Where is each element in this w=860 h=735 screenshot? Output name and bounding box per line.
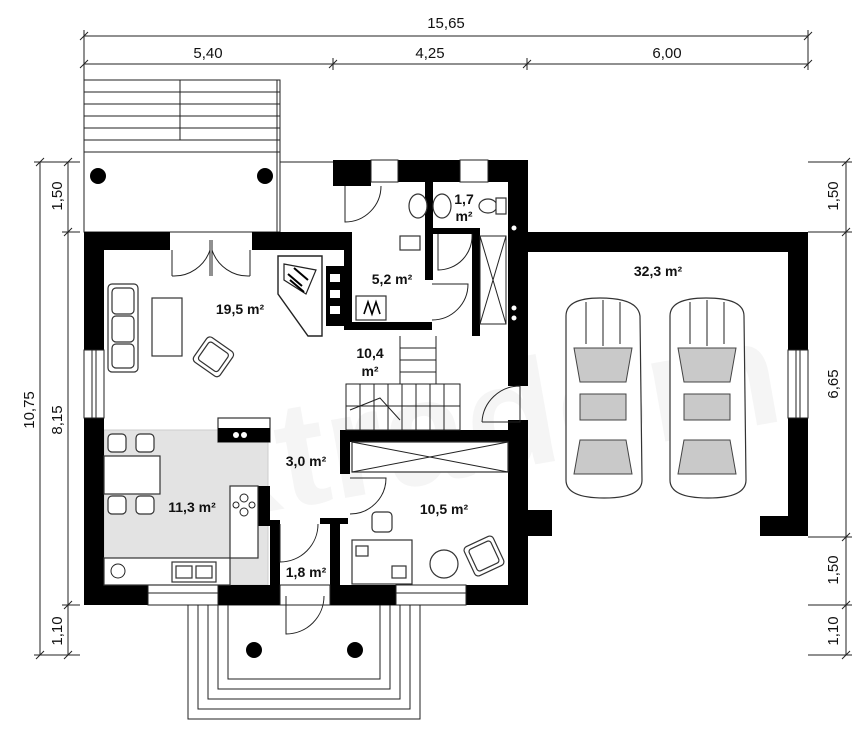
porch-column-right bbox=[347, 642, 363, 658]
dim-right-1: 1,50 bbox=[825, 181, 842, 210]
room-wc-area: 1,7 bbox=[454, 191, 474, 207]
porch-column-left bbox=[246, 642, 262, 658]
fireplace bbox=[277, 255, 344, 337]
dim-total-width: 15,65 bbox=[427, 15, 465, 32]
kitchen-furniture bbox=[103, 417, 271, 586]
dim-top-segment-3: 6,00 bbox=[652, 45, 681, 62]
room-kitchen-area: 11,3 m² bbox=[168, 499, 216, 515]
walls bbox=[83, 159, 809, 606]
dim-top-segment-2: 4,25 bbox=[415, 45, 444, 62]
dim-right-4: 1,10 bbox=[825, 616, 842, 645]
room-office-area: 10,5 m² bbox=[420, 501, 469, 517]
room-hall-area: 10,4 bbox=[356, 345, 383, 361]
terrace-column-left bbox=[90, 168, 106, 184]
room-wc-unit: m² bbox=[455, 208, 472, 224]
wc-furniture bbox=[478, 197, 507, 325]
garage-cars bbox=[510, 224, 747, 499]
dim-total-depth: 10,75 bbox=[21, 391, 38, 429]
entrance-steps bbox=[187, 604, 421, 720]
doors bbox=[171, 185, 521, 635]
car-left bbox=[565, 297, 643, 499]
office-furniture bbox=[351, 441, 509, 585]
room-vestibule-area: 1,8 m² bbox=[286, 564, 327, 580]
room-boiler-area: 5,2 m² bbox=[372, 271, 413, 287]
room-hall-unit: m² bbox=[361, 363, 378, 379]
room-living-area: 19,5 m² bbox=[216, 301, 265, 317]
dim-left-top: 1,50 bbox=[49, 181, 66, 210]
dim-depth-inner: 8,15 bbox=[49, 405, 66, 434]
dim-left-bottom: 1,10 bbox=[49, 616, 66, 645]
room-garage-area: 32,3 m² bbox=[634, 263, 683, 279]
dim-top-segment-1: 5,40 bbox=[193, 45, 222, 62]
dim-right-3: 1,50 bbox=[825, 555, 842, 584]
car-right bbox=[669, 297, 747, 499]
living-furniture bbox=[107, 283, 235, 378]
dimension-lines bbox=[34, 30, 852, 660]
stairs bbox=[345, 336, 461, 431]
terrace-column-right bbox=[257, 168, 273, 184]
dim-right-2: 6,65 bbox=[825, 369, 842, 398]
terrace bbox=[83, 79, 333, 233]
room-corridor-area: 3,0 m² bbox=[286, 453, 327, 469]
boiler-room-furniture bbox=[355, 193, 452, 321]
